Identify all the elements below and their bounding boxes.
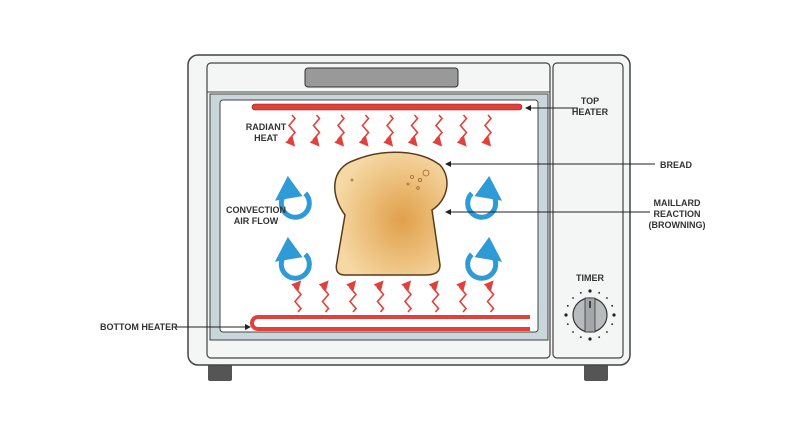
rising-heat-arrow <box>483 280 495 313</box>
timer-tick <box>612 313 616 317</box>
radiant-heat-arrow <box>407 114 419 147</box>
foot-right <box>584 364 608 381</box>
timer-tick <box>598 336 601 339</box>
rising-heat-arrow <box>291 280 303 313</box>
timer-tick <box>564 313 568 317</box>
rising-heat-arrows <box>291 280 495 313</box>
timer-tick <box>598 291 601 294</box>
control-panel <box>552 62 624 359</box>
radiant-heat-arrow <box>432 114 444 147</box>
timer-tick <box>566 304 569 307</box>
bottom-heater-label: BOTTOM HEATER <box>100 322 178 332</box>
radiant-heat-arrow <box>358 114 370 147</box>
timer-tick <box>579 336 582 339</box>
timer-tick <box>606 331 608 333</box>
bread-slice <box>334 151 448 276</box>
convection-arrow <box>465 236 503 281</box>
timer-tick <box>566 323 569 326</box>
bread-bubbles <box>350 169 430 190</box>
bread-label: BREAD <box>660 160 693 170</box>
timer-tick <box>579 291 582 294</box>
radiant-heat-arrow <box>285 114 297 147</box>
bottom-heater <box>250 315 530 331</box>
rising-heat-arrow <box>346 280 358 313</box>
radiant-heat-arrows <box>285 114 493 147</box>
convection-arrow <box>274 236 312 281</box>
door-handle[interactable] <box>304 67 459 88</box>
rising-heat-arrow <box>428 280 440 313</box>
foot-left <box>208 364 232 381</box>
timer-label: TIMER <box>576 273 604 283</box>
top-heater <box>251 103 523 111</box>
convection-arrows <box>274 175 503 281</box>
timer-tick <box>572 297 574 299</box>
rising-heat-arrow <box>318 280 330 313</box>
convection-arrow <box>465 175 503 220</box>
radiant-heat-arrow <box>309 114 321 147</box>
radiant-heat-arrow <box>383 114 395 147</box>
rising-heat-arrow <box>373 280 385 313</box>
radiant-heat-arrow <box>456 114 468 147</box>
timer-tick <box>611 304 614 307</box>
timer-tick <box>588 289 592 293</box>
timer-tick <box>606 297 608 299</box>
timer-tick <box>588 337 592 341</box>
timer-tick <box>611 323 614 326</box>
timer-knob[interactable] <box>564 289 616 341</box>
rising-heat-arrow <box>456 280 468 313</box>
rising-heat-arrow <box>401 280 413 313</box>
radiant-heat-arrow <box>481 114 493 147</box>
radiant-heat-arrow <box>334 114 346 147</box>
timer-tick <box>572 331 574 333</box>
convection-arrow <box>274 175 312 220</box>
